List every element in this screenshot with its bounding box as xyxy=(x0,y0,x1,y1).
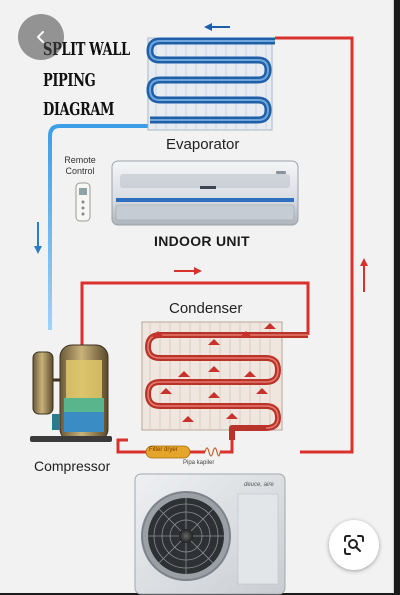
filter-dryer xyxy=(145,445,191,459)
condenser-label: Condenser xyxy=(169,300,243,317)
flow-arrow-down xyxy=(34,222,42,254)
condenser-coil xyxy=(141,321,308,440)
outdoor-unit xyxy=(134,473,286,595)
indoor-unit xyxy=(111,160,299,226)
visual-search-button[interactable] xyxy=(329,520,379,570)
compressor-label: Compressor xyxy=(34,458,111,474)
capillary-tube-label: Pipa kapiler xyxy=(183,460,215,466)
flow-arrow-right xyxy=(174,267,202,275)
diagram-title-line-2: PIPING xyxy=(43,71,96,92)
diagram-title-line-3: DIAGRAM xyxy=(43,100,115,121)
visual-search-icon xyxy=(344,535,364,555)
remote-control xyxy=(75,182,91,222)
filter-dryer-label: Filter dryer xyxy=(149,447,178,453)
indoor-unit-label: INDOOR UNIT xyxy=(154,233,250,249)
compressor xyxy=(30,344,112,442)
diagram-title-line-1: SPLIT WALL xyxy=(43,40,130,61)
chevron-left-icon xyxy=(37,31,44,43)
back-button[interactable] xyxy=(18,14,64,60)
remote-control-label: Remote Control xyxy=(64,155,96,176)
hot-refrigerant-line xyxy=(80,36,354,454)
flow-arrow-top xyxy=(204,23,230,31)
capillary-tube xyxy=(204,447,221,457)
evaporator-label: Evaporator xyxy=(166,136,240,153)
evaporator-coil xyxy=(146,37,275,131)
brand-logo: deuce, aire xyxy=(244,482,274,488)
flow-arrow-up xyxy=(360,258,368,292)
